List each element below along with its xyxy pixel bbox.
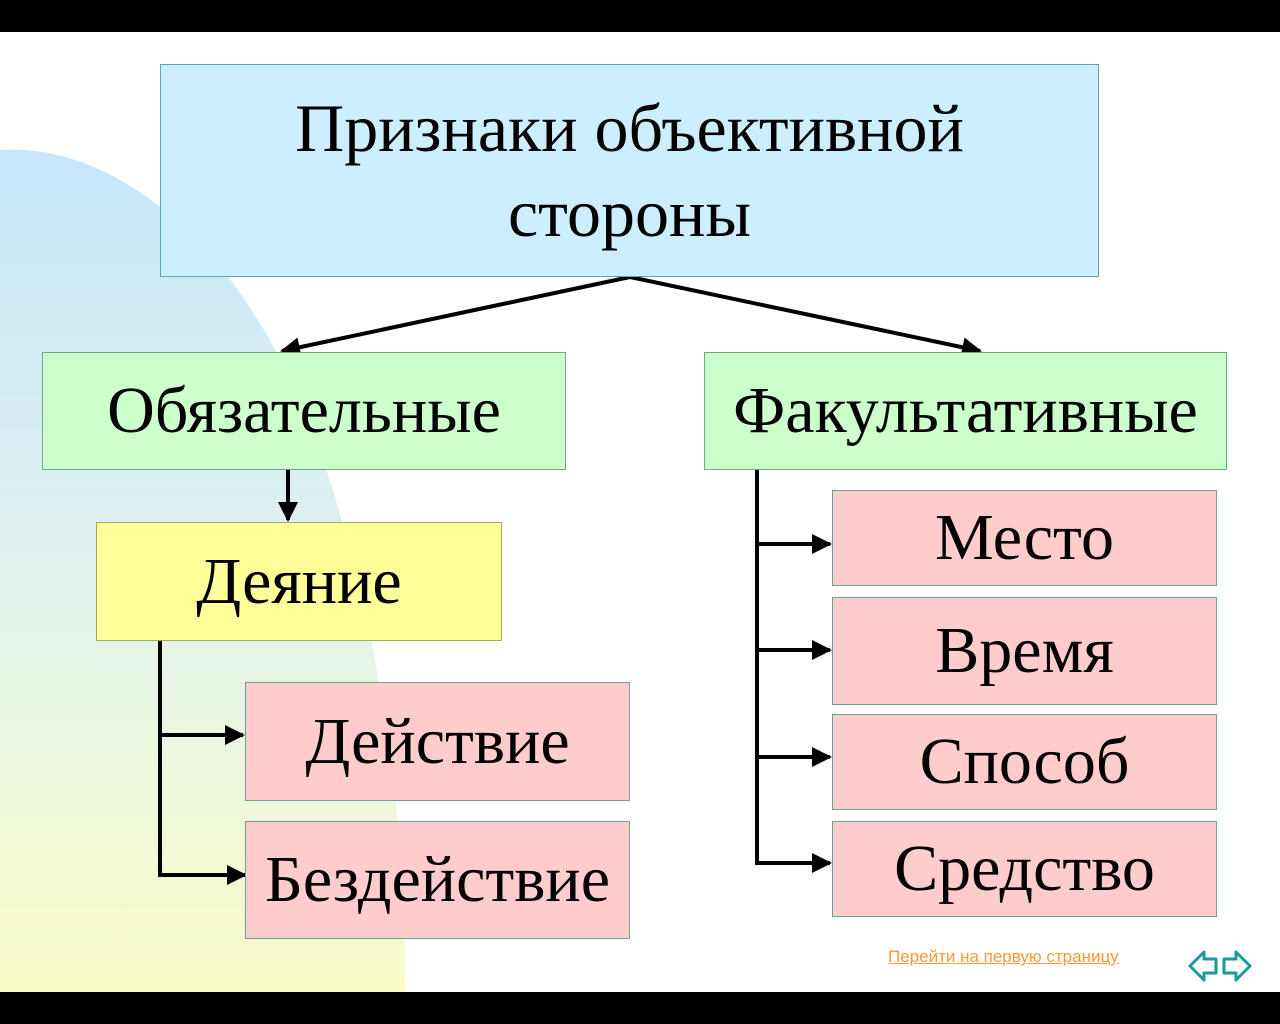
inaction-box: Бездействие [245,821,630,939]
first-page-link[interactable]: Перейти на первую страницу [888,947,1119,966]
title-line-2: стороны [507,174,752,251]
act-box: Деяние [96,522,502,641]
time-box: Время [832,597,1217,705]
action-box: Действие [245,682,630,801]
title-box: Признаки объективной стороны [160,64,1099,277]
place-box: Место [832,490,1217,586]
means-box: Средство [832,821,1217,917]
mandatory-box: Обязательные [42,352,566,470]
slide: Признаки объективной стороны Обязательны… [0,32,1280,992]
optional-box: Факультативные [704,352,1227,470]
method-box: Способ [832,714,1217,810]
title-line-1: Признаки объективной [295,89,964,166]
left-right-arrows-icon[interactable] [1188,946,1252,986]
